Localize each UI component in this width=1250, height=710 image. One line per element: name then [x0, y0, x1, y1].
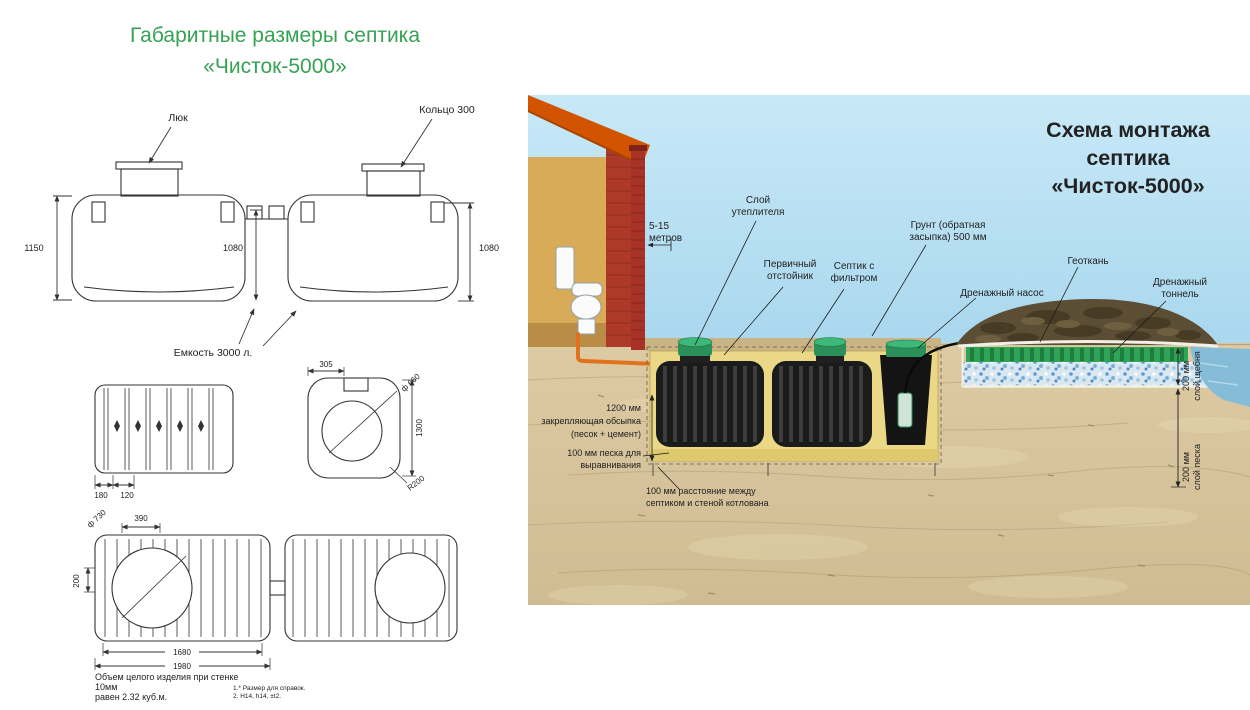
- soil-label-line-2: засыпка) 500 мм: [909, 232, 986, 243]
- gravel-layer-label: 200 мм слой щебня: [1181, 351, 1202, 401]
- capacity-label: Емкость 3000 л.: [174, 347, 253, 359]
- leveling-sand-label-line-1: 100 мм песка для: [567, 448, 641, 458]
- front-view-drawing: [94, 384, 234, 489]
- hatch-label: Люк: [168, 112, 188, 124]
- insulation-label-line-1: Слой: [746, 195, 770, 206]
- ring-label: Кольцо 300: [419, 104, 475, 116]
- drainage-mound: [956, 298, 1218, 345]
- sand-blotches: [548, 396, 1250, 605]
- dim-1300-label: 1300: [415, 419, 424, 437]
- scheme-title-line-2: септика: [1086, 146, 1170, 170]
- pit-gap-label-line-1: 100 мм расстояние между: [646, 486, 756, 496]
- side-view-dimensions: [53, 118, 474, 347]
- leveling-sand-layer: [650, 449, 938, 461]
- vent-stack: [629, 145, 647, 350]
- insulation-label-line-2: утеплителя: [732, 207, 785, 218]
- dim-180-label: 180: [94, 491, 108, 500]
- svg-text:200 мм: 200 мм: [1181, 452, 1191, 482]
- dim-390-label: 390: [134, 514, 148, 523]
- gap-ticks: [652, 463, 936, 476]
- dim-1080-right-label: 1080: [479, 243, 499, 253]
- pump-label: Дренажный насос: [960, 288, 1044, 299]
- dimension-drawings: Люк Кольцо 300 1150 1080 1080 Емкость 30…: [24, 104, 499, 702]
- fine-print-line-1: 1.* Размер для справок.: [233, 685, 306, 692]
- sewer-pipe: [576, 332, 659, 366]
- plan-view-drawing: [84, 523, 458, 670]
- septic-tank-filter: [772, 337, 872, 447]
- pump-chamber: [880, 339, 981, 445]
- primary-settler-label-line-2: отстойник: [767, 271, 814, 282]
- geotextile-label: Геоткань: [1067, 256, 1108, 267]
- dim-1080-mid-label: 1080: [223, 243, 243, 253]
- label-leaders: [642, 220, 1167, 491]
- fine-print-line-2: 2. H14, h14, ±t2.: [233, 693, 281, 700]
- volume-note-line-3: равен 2.32 куб.м.: [95, 692, 167, 702]
- dim-1680-label: 1680: [173, 648, 191, 657]
- fixing-backfill-label-line-3: (песок + цемент): [571, 429, 641, 439]
- svg-text:слой песка: слой песка: [1192, 444, 1202, 490]
- svg-text:слой щебня: слой щебня: [1192, 351, 1202, 401]
- drainage-pump: [897, 392, 913, 428]
- tunnel-label-line-1: Дренажный: [1153, 277, 1207, 288]
- installation-scheme: 5-15 метров Слой утеплителя Первичный от…: [528, 95, 1250, 605]
- scheme-title-line-1: Схема монтажа: [1046, 118, 1211, 142]
- water-outlet: [1190, 347, 1250, 407]
- tunnel-label-line-2: тоннель: [1161, 289, 1198, 300]
- diameter-660-label: ф 660: [399, 372, 422, 394]
- top-opening-view: [307, 367, 416, 484]
- volume-note-line-1: Объем целого изделия при стенке: [95, 672, 238, 682]
- primary-settler-label-line-1: Первичный: [764, 259, 817, 270]
- distance-label-line-1: 5-15: [649, 221, 669, 232]
- septic-tank-primary: [656, 337, 764, 447]
- leveling-sand-label-line-2: выравнивания: [580, 460, 641, 470]
- disturbed-sand: [645, 338, 941, 351]
- dim-305-label: 305: [319, 360, 333, 369]
- sand-layer-label: 200 мм слой песка: [1181, 444, 1202, 490]
- dim-1150-label: 1150: [24, 243, 43, 253]
- septic-filter-label-line-2: фильтром: [831, 272, 878, 284]
- roof: [528, 95, 650, 165]
- dim-1980-label: 1980: [173, 662, 191, 671]
- soil-label-line-1: Грунт (обратная: [911, 219, 986, 231]
- distance-label-line-2: метров: [649, 233, 682, 244]
- dim-200-label: 200: [72, 574, 81, 588]
- septic-filter-label-line-1: Септик с: [834, 261, 875, 272]
- gravel-layer-shape: [962, 362, 1212, 386]
- pit-gap-label-line-2: септиком и стеной котлована: [646, 498, 769, 508]
- left-title-line-1: Габаритные размеры септика: [129, 24, 421, 47]
- toilet-icon: [555, 246, 603, 335]
- volume-note-line-2: 10мм: [95, 682, 117, 692]
- left-panel-title: Габаритные размеры септика «Чисток-5000»: [60, 20, 490, 82]
- diameter-730-label: ф 730: [85, 508, 108, 530]
- dim-120-label: 120: [120, 491, 134, 500]
- svg-text:200 мм: 200 мм: [1181, 361, 1191, 391]
- fixing-backfill-label-line-2: закрепляющая обсыпка: [541, 416, 641, 426]
- scheme-title-line-3: «Чисток-5000»: [1051, 174, 1204, 198]
- side-view-drawing: [71, 161, 459, 302]
- drainage-tunnel-shape: [966, 347, 1188, 362]
- fixing-backfill-label-line-1: 1200 мм: [606, 403, 641, 413]
- scheme-title: Схема монтажа септика «Чисток-5000»: [1046, 118, 1211, 198]
- pit-outline: [646, 346, 942, 465]
- left-title-line-2: «Чисток-5000»: [203, 55, 347, 78]
